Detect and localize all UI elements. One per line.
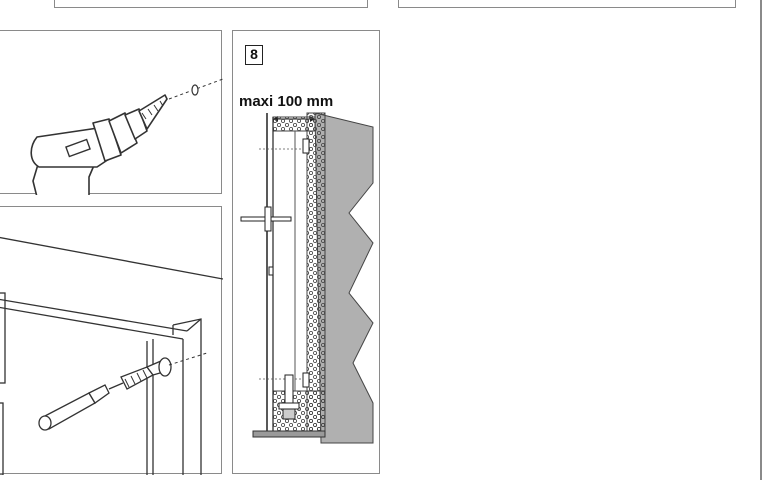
drill-illustration-panel (0, 30, 223, 195)
max-depth-label: maxi 100 mm (239, 93, 334, 110)
screw-fixing-illustration-panel (0, 206, 223, 475)
top-left-illustration-frame (54, 0, 368, 8)
step-number-badge: 8 (245, 45, 263, 65)
top-right-illustration-frame (398, 0, 736, 8)
page-right-border (760, 0, 762, 480)
screw-fixing-illustration (0, 236, 223, 475)
step-8-panel: 8 maxi 100 mm (232, 30, 380, 474)
drill-illustration (30, 78, 223, 195)
step-8-section-illustration (240, 112, 374, 444)
